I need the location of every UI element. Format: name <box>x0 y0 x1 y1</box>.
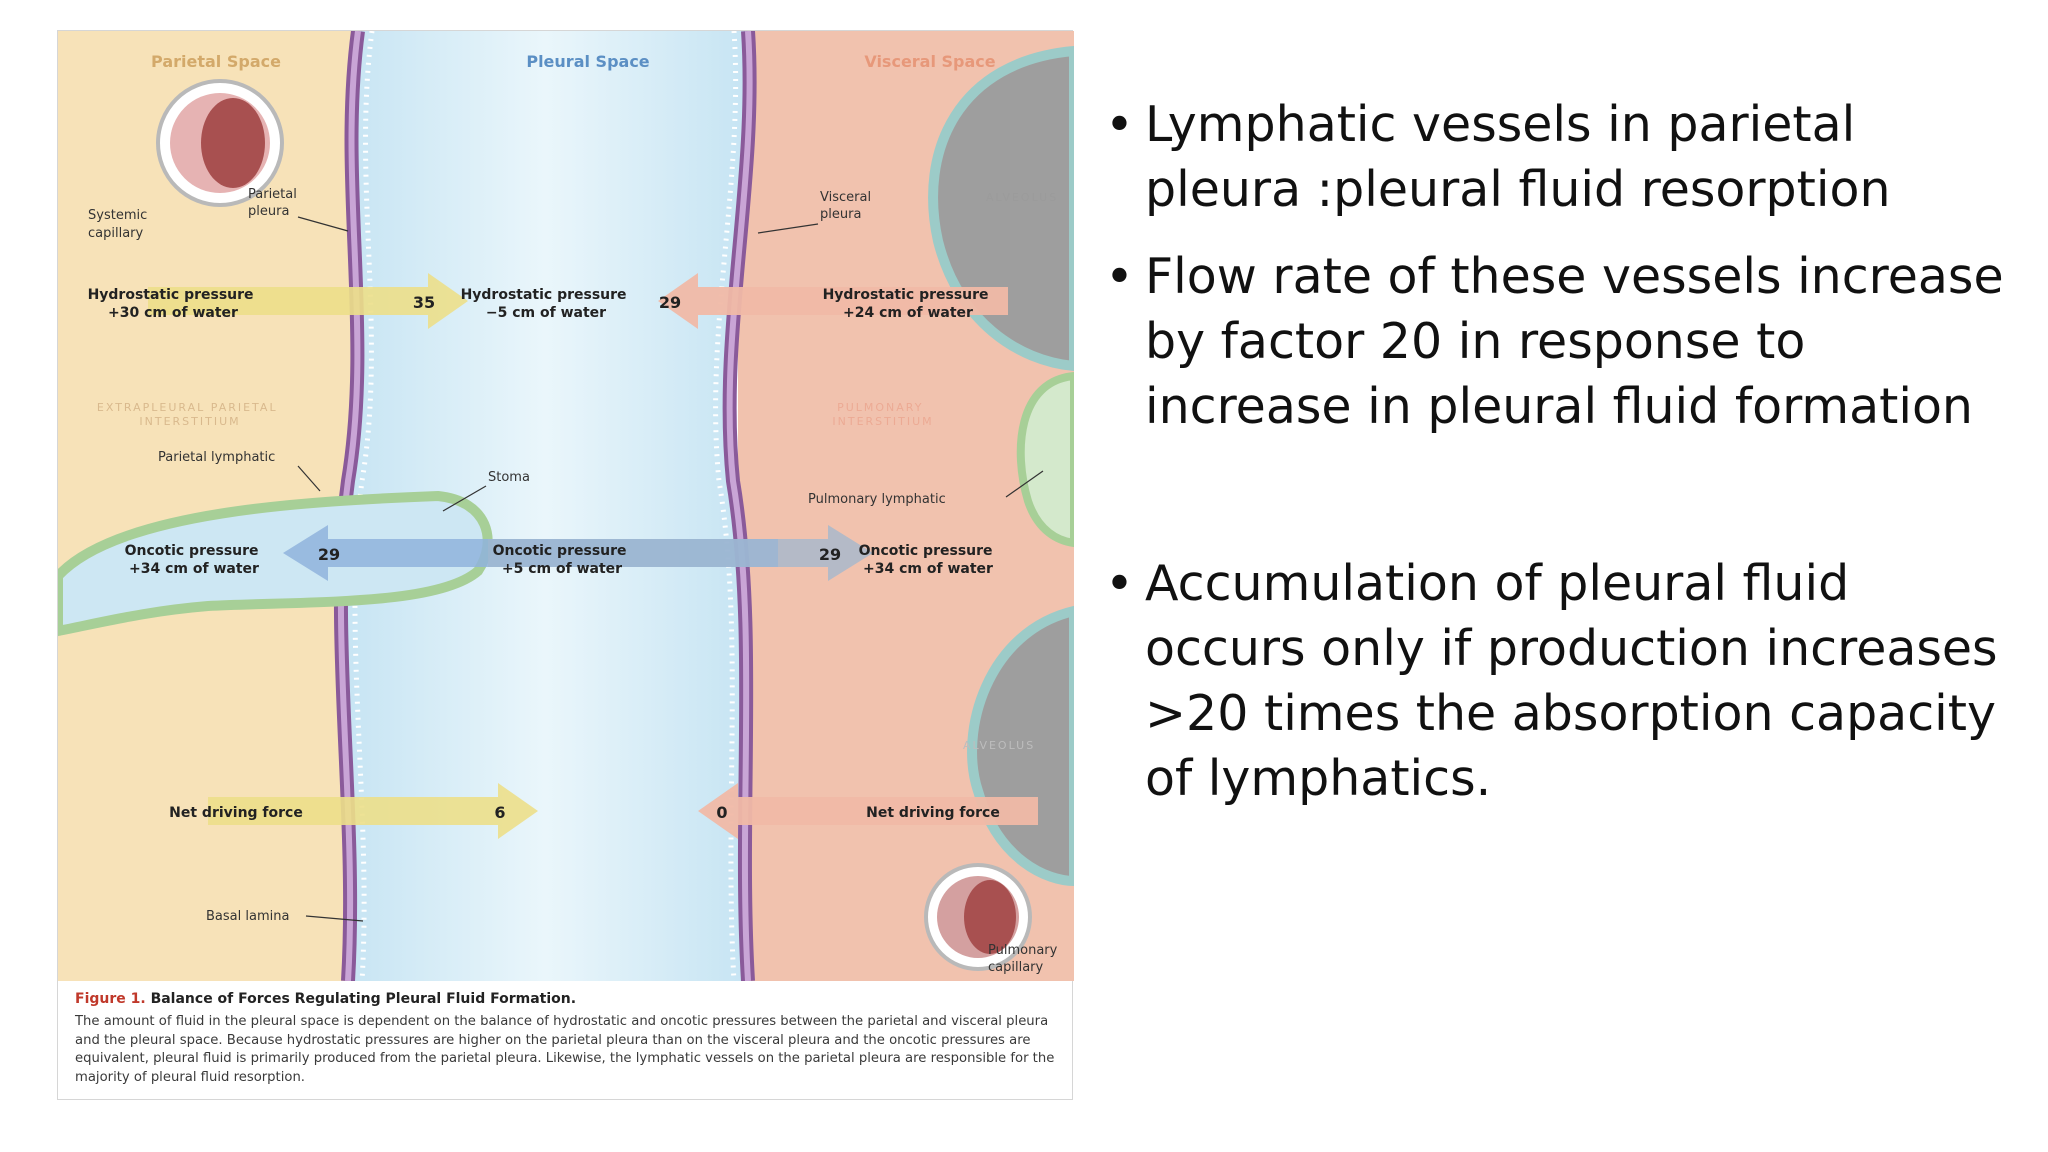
caption-figure-number: Figure 1. <box>75 991 146 1007</box>
oncotic-parietal-label: Oncotic pressure +34 cm of water <box>125 543 264 577</box>
pleural-diagram: Parietal Space Pleural Space Visceral Sp… <box>58 31 1074 981</box>
caption-heading: Balance of Forces Regulating Pleural Flu… <box>150 991 577 1007</box>
oncotic-visceral-label: Oncotic pressure +34 cm of water <box>859 543 998 577</box>
alveolus-bottom-label: ALVEOLUS <box>963 739 1035 752</box>
pulmonary-interstitium-label: PULMONARY INTERSTITIUM <box>832 401 933 428</box>
caption-text: The amount of fluid in the pleural space… <box>75 1014 1055 1085</box>
parietal-lymphatic-label: Parietal lymphatic <box>158 450 275 465</box>
figure-caption: Figure 1. Balance of Forces Regulating P… <box>75 991 1060 1087</box>
oncotic-left-value: 29 <box>318 545 340 564</box>
hydrostatic-pleural-label: Hydrostatic pressure −5 cm of water <box>461 287 632 321</box>
visceral-space-title: Visceral Space <box>864 52 995 71</box>
net-left-label: Net driving force <box>169 805 303 821</box>
oncotic-right-value: 29 <box>819 545 841 564</box>
net-right-value: 0 <box>716 803 727 822</box>
parietal-space-title: Parietal Space <box>151 52 281 71</box>
pulmonary-lymphatic-label: Pulmonary lymphatic <box>808 492 946 507</box>
hydrostatic-left-arrow <box>148 273 468 329</box>
pulmonary-lymphatic-shape <box>1016 371 1074 548</box>
oncotic-pleural-label: Oncotic pressure +5 cm of water <box>493 543 632 577</box>
parietal-pleura-label: Parietal pleura <box>248 187 301 219</box>
pleural-fluid-figure: Parietal Space Pleural Space Visceral Sp… <box>57 30 1074 1100</box>
parietal-lymphatic-shape <box>58 490 493 637</box>
systemic-capillary-shape <box>156 79 284 207</box>
hydrostatic-right-arrow <box>658 273 1008 329</box>
pleural-space-bg <box>340 31 750 981</box>
bullet-list: Lymphatic vessels in parietal pleura :pl… <box>1105 92 2025 811</box>
caption-title: Figure 1. Balance of Forces Regulating P… <box>75 991 1060 1007</box>
net-right-arrow <box>698 783 1038 839</box>
basal-lamina-label: Basal lamina <box>206 909 289 924</box>
pulmonary-capillary-label: Pulmonary capillary <box>988 943 1061 975</box>
oncotic-right-arrow <box>488 525 873 581</box>
net-left-arrow <box>208 783 538 839</box>
hydrostatic-visceral-label: Hydrostatic pressure +24 cm of water <box>823 287 994 321</box>
bullet-item: Accumulation of pleural fluid occurs onl… <box>1105 551 2025 811</box>
net-right-label: Net driving force <box>866 805 1000 821</box>
hydrostatic-left-value: 35 <box>413 293 435 312</box>
bullet-item: Lymphatic vessels in parietal pleura :pl… <box>1105 92 2025 222</box>
hydrostatic-right-value: 29 <box>659 293 681 312</box>
bullet-item: Flow rate of these vessels increase by f… <box>1105 244 2025 439</box>
systemic-capillary-label: Systemic capillary <box>88 208 151 241</box>
alveolus-top-label: ALVEOLUS <box>986 191 1058 204</box>
hydrostatic-parietal-label: Hydrostatic pressure +30 cm of water <box>88 287 259 321</box>
extrapleural-interstitium-label: EXTRAPLEURAL PARIETAL INTERSTITIUM <box>97 401 283 428</box>
visceral-pleura-label: Visceral pleura <box>820 190 875 222</box>
pleural-space-title: Pleural Space <box>526 52 649 71</box>
net-left-value: 6 <box>494 803 505 822</box>
pulmonary-capillary-shape <box>924 863 1032 971</box>
stoma-label: Stoma <box>488 470 530 485</box>
